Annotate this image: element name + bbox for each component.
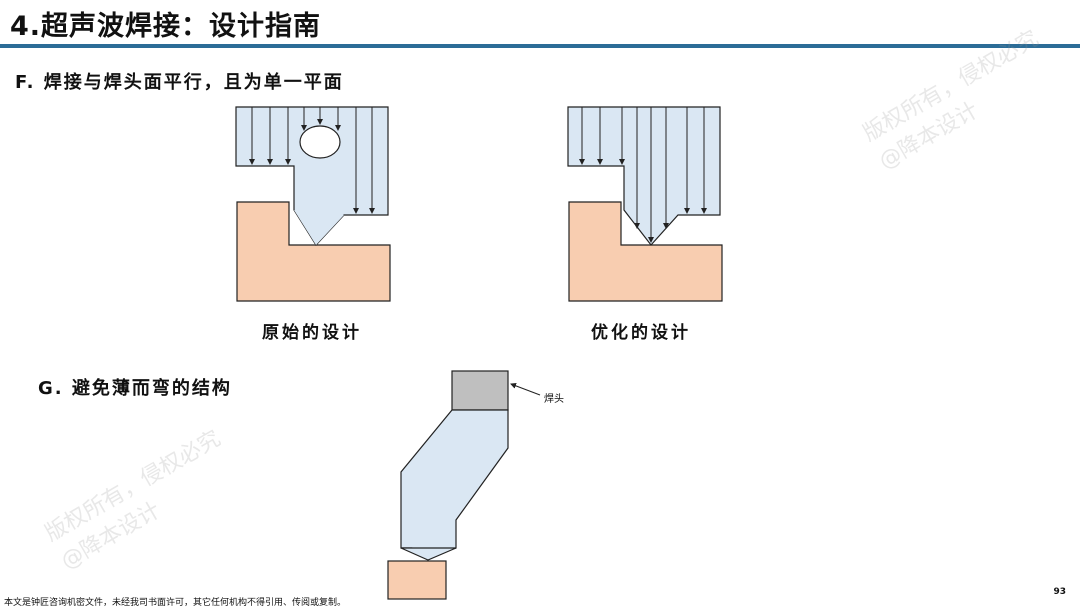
bent-part xyxy=(400,409,509,557)
original-force-arrows xyxy=(249,107,375,214)
section-g-heading: G. 避免薄而弯的结构 xyxy=(38,378,232,399)
horn-label: 焊头 xyxy=(544,394,564,405)
bent-part-tip xyxy=(400,547,457,561)
original-horn-part-tip xyxy=(294,210,344,245)
optimized-horn-part xyxy=(567,106,721,246)
thin-bent-structure-diagram xyxy=(387,370,541,600)
horn-tool-block xyxy=(451,370,509,411)
original-base-part xyxy=(236,201,391,302)
confidentiality-footer: 本文是钟匠咨询机密文件，未经我司书面许可，其它任何机构不得引用、传阅或复制。 xyxy=(4,598,347,608)
section-f-heading: F. 焊接与焊头面平行，且为单一平面 xyxy=(15,72,344,93)
bent-base-part xyxy=(387,560,447,600)
optimized-base-part xyxy=(568,201,723,302)
optimized-design-caption: 优化的设计 xyxy=(591,323,691,343)
original-design-caption: 原始的设计 xyxy=(262,323,362,343)
original-design-diagram xyxy=(235,106,391,302)
optimized-force-arrows xyxy=(579,107,707,243)
page-title: 4.超声波焊接：设计指南 xyxy=(10,11,322,42)
original-hole xyxy=(299,125,341,159)
title-divider xyxy=(0,44,1080,48)
horn-label-pointer xyxy=(510,382,541,396)
optimized-design-diagram xyxy=(567,106,723,302)
page-number: 93 xyxy=(1053,587,1066,597)
